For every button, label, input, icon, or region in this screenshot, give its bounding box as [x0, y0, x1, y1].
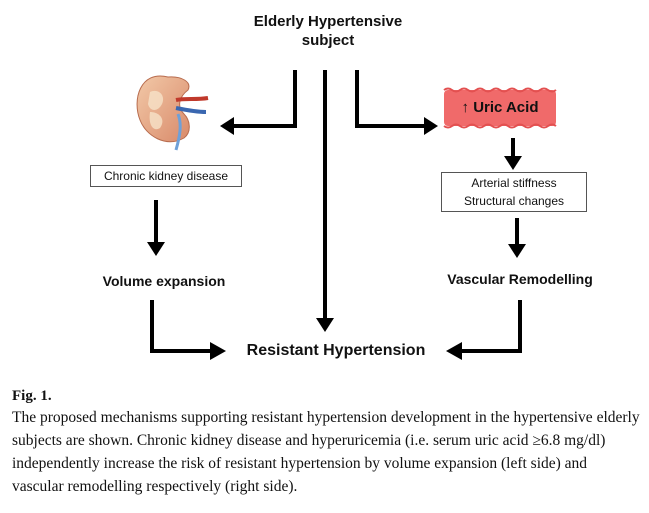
node-arterial-line2: Structural changes	[463, 194, 565, 208]
node-vascular-label: Vascular Remodelling	[447, 271, 593, 287]
node-volume-label: Volume expansion	[102, 273, 226, 289]
node-chronic-kidney-disease: Chronic kidney disease	[90, 165, 242, 187]
node-volume-expansion: Volume expansion	[80, 272, 248, 290]
node-arterial-stiffness: Arterial stiffness Structural changes	[441, 172, 587, 212]
uric-acid-wavy-bottom	[443, 123, 557, 129]
node-uric-acid: ↑ Uric Acid	[444, 98, 556, 118]
arrowhead-volume	[147, 242, 165, 256]
node-ckd-label: Chronic kidney disease	[103, 169, 229, 183]
arrow-top-to-kidney	[232, 70, 297, 128]
uric-acid-wavy-top	[443, 87, 557, 93]
figure-label: Fig. 1.	[12, 388, 52, 404]
arrowhead-outcome-center	[316, 318, 334, 332]
arrowhead-kidney	[220, 117, 234, 135]
uric-acid-fill	[444, 90, 556, 126]
arrow-top-to-uric	[355, 70, 426, 128]
arrow-layer	[136, 70, 557, 360]
kidney-icon	[136, 75, 209, 151]
arrowhead-arterial	[504, 156, 522, 170]
node-outcome-label: Resistant Hypertension	[246, 342, 426, 359]
node-elderly-line2: subject	[301, 32, 355, 49]
node-elderly-hypertensive: Elderly Hypertensive subject	[228, 12, 428, 50]
node-uric-acid-label: Uric Acid	[473, 99, 539, 116]
arrowhead-uric	[424, 117, 438, 135]
up-arrow-icon: ↑	[461, 99, 470, 116]
arrowhead-outcome-left	[210, 342, 226, 360]
figure-caption: Fig. 1. The proposed mechanisms supporti…	[12, 386, 640, 498]
arrowhead-outcome-right	[446, 342, 462, 360]
node-arterial-line1: Arterial stiffness	[471, 176, 557, 190]
node-vascular-remodelling: Vascular Remodelling	[422, 270, 618, 288]
arrow-vascular-to-outcome	[460, 300, 522, 353]
arrow-volume-to-outcome	[150, 300, 212, 353]
node-resistant-hypertension: Resistant Hypertension	[226, 341, 446, 361]
caption-text: The proposed mechanisms supporting resis…	[12, 409, 640, 495]
arrowhead-vascular	[508, 244, 526, 258]
node-elderly-line1: Elderly Hypertensive	[253, 13, 403, 30]
